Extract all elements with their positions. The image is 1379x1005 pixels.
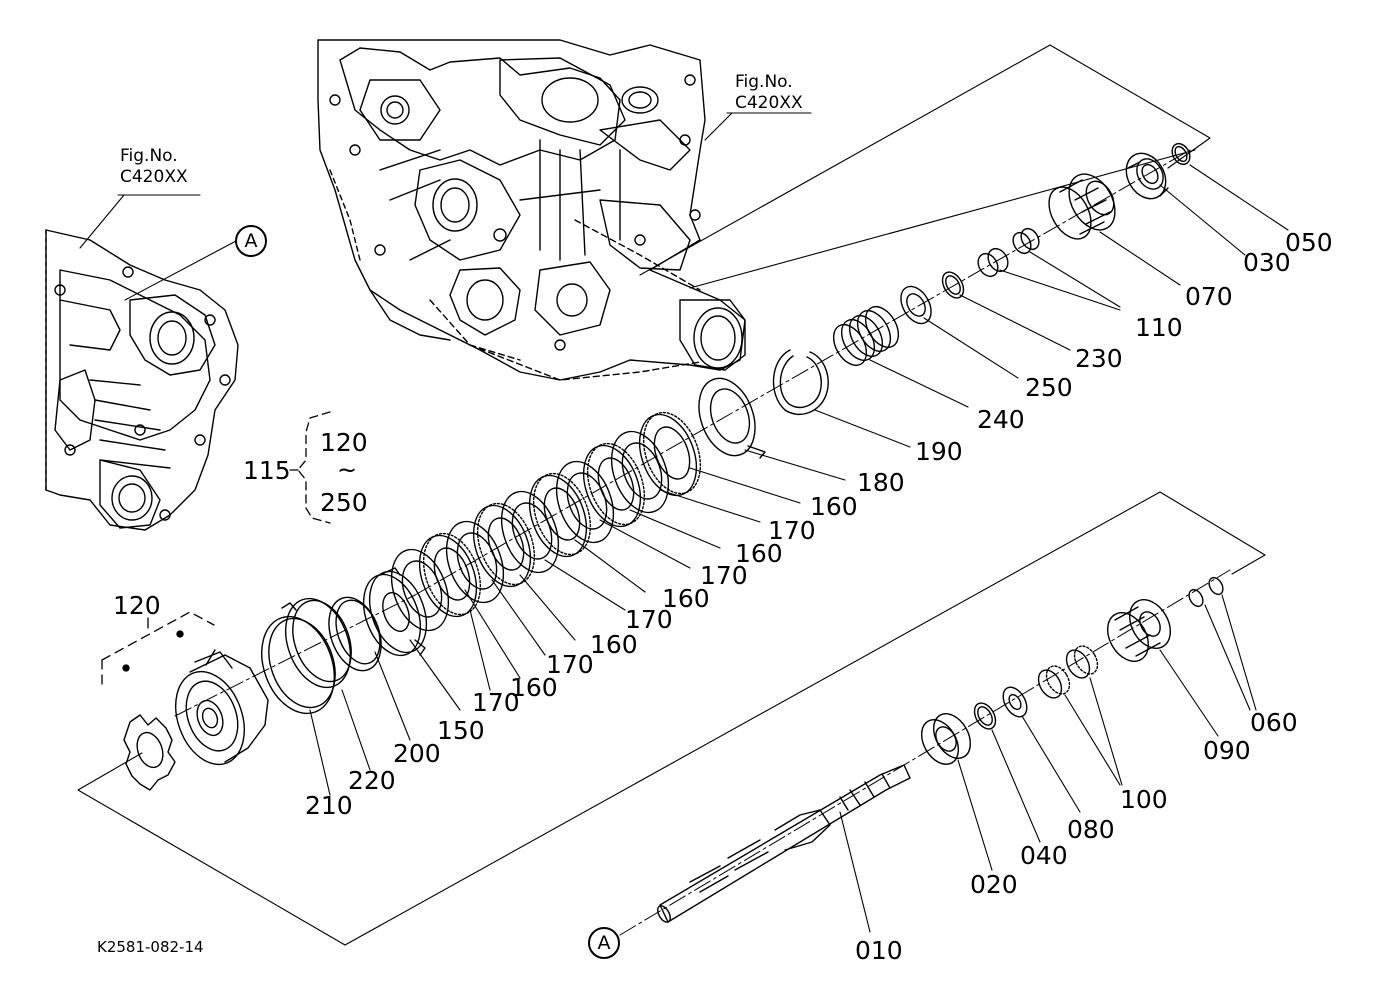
part-label-100: 100: [1120, 785, 1168, 814]
part-label-150: 150: [437, 716, 485, 745]
figure-ref-upper-line1: Fig.No.: [735, 72, 793, 92]
part-label-170-d: 170: [546, 650, 594, 679]
part-label-230: 230: [1075, 344, 1123, 373]
part-label-070: 070: [1185, 282, 1233, 311]
toothed-plate: [123, 714, 176, 791]
part-230-snap-ring: [941, 271, 965, 299]
part-label-120: 120: [113, 591, 161, 620]
clutch-pack: [390, 411, 702, 632]
figure-ref-left-line1: Fig.No.: [120, 146, 178, 166]
part-030-bearing: [1125, 152, 1169, 200]
part-070-gear: [1048, 173, 1116, 240]
part-040-snap-ring: [973, 702, 997, 730]
leader-lines-left: [79, 194, 237, 301]
part-160-disc: [418, 532, 482, 618]
part-label-020: 020: [970, 870, 1018, 899]
part-180-plate: [698, 377, 766, 459]
part-250-washer: [900, 285, 932, 325]
part-label-090: 090: [1203, 736, 1251, 765]
callout-a-top: A: [235, 225, 267, 257]
part-080-washer: [1002, 686, 1028, 718]
part-100-needle-bearing: [1037, 645, 1099, 699]
part-label-210: 210: [305, 791, 353, 820]
group-number: 115: [243, 456, 291, 485]
figure-ref-left: Fig.No. C420XX: [120, 146, 188, 189]
part-label-040: 040: [1020, 841, 1068, 870]
part-170-plate: [390, 548, 450, 632]
group-range-end: 250: [320, 488, 368, 517]
part-label-110: 110: [1135, 313, 1183, 342]
part-label-080: 080: [1067, 815, 1115, 844]
part-label-170-a: 170: [768, 516, 816, 545]
group-bracket: [289, 411, 331, 524]
part-label-160-d: 160: [590, 630, 638, 659]
figure-ref-upper: Fig.No. C420XX: [735, 72, 803, 115]
part-label-170-b: 170: [700, 561, 748, 590]
part-label-160-c: 160: [662, 584, 710, 613]
part-240-spring: [832, 306, 900, 366]
part-label-160-a: 160: [810, 492, 858, 521]
part-050-snap-ring: [1171, 142, 1191, 166]
part-label-050: 050: [1285, 228, 1333, 257]
part-170-plate: [610, 430, 670, 514]
part-label-160-e: 160: [510, 673, 558, 702]
assembly-axis: [174, 149, 1231, 936]
transmission-housing-upper: [317, 39, 746, 381]
part-160-disc: [638, 411, 702, 497]
part-110-bushing: [977, 227, 1040, 278]
part-label-190: 190: [915, 437, 963, 466]
figure-ref-upper-line2: C420XX: [735, 93, 803, 114]
figure-ref-left-line2: C420XX: [120, 167, 188, 188]
part-label-240: 240: [977, 405, 1025, 434]
part-label-010: 010: [855, 936, 903, 965]
hub-bracket: [101, 611, 215, 691]
transmission-housing-left: [45, 229, 239, 531]
part-label-180: 180: [857, 468, 905, 497]
clutch-hub: [175, 649, 269, 766]
part-label-170-e: 170: [472, 688, 520, 717]
label-leaders: [309, 164, 1289, 933]
leader-lines-upper: [639, 44, 1211, 289]
assembly-frame: [77, 491, 1266, 946]
part-190-snap-ring: [772, 349, 829, 415]
part-label-200: 200: [393, 739, 441, 768]
part-label-060: 060: [1250, 708, 1298, 737]
part-060-rings: [1188, 576, 1224, 608]
part-010-shaft: [657, 764, 911, 923]
part-160-disc: [582, 442, 646, 528]
part-label-250: 250: [1025, 373, 1073, 402]
part-label-170-c: 170: [625, 605, 673, 634]
part-label-030: 030: [1243, 248, 1291, 277]
part-label-160-b: 160: [735, 539, 783, 568]
drawing-code: K2581-082-14: [97, 938, 204, 956]
group-range-start: 120: [320, 428, 368, 457]
part-170-plate: [445, 520, 505, 604]
part-210-seal: [261, 615, 336, 715]
group-range-separator: ~: [337, 456, 358, 484]
part-090-gear: [1107, 599, 1171, 662]
callout-a-bottom: A: [588, 927, 620, 959]
part-220-seal: [281, 597, 352, 689]
part-150-piston: [362, 567, 428, 657]
part-label-220: 220: [348, 766, 396, 795]
part-170-plate: [500, 490, 560, 574]
part-020-bearing: [920, 713, 972, 765]
part-170-plate: [555, 460, 615, 544]
part-200-seal: [328, 596, 382, 672]
